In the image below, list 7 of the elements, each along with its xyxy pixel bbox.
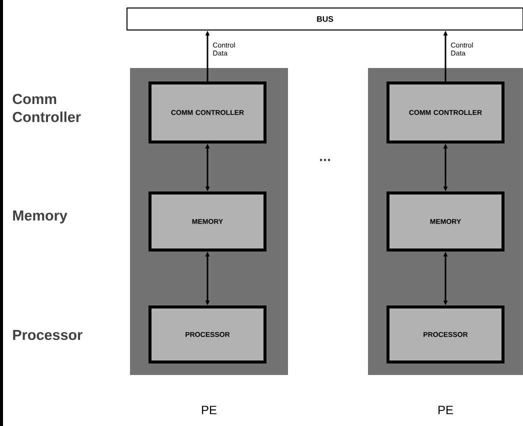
row-label: Memory [13,210,68,224]
bus-bar: BUS [126,8,523,30]
node-label: PE [202,406,216,414]
row-label: Comm Controller [12,94,81,122]
row-label: Processor [13,330,82,340]
node-label: PE [438,406,453,414]
ellipsis: ... [320,158,330,162]
